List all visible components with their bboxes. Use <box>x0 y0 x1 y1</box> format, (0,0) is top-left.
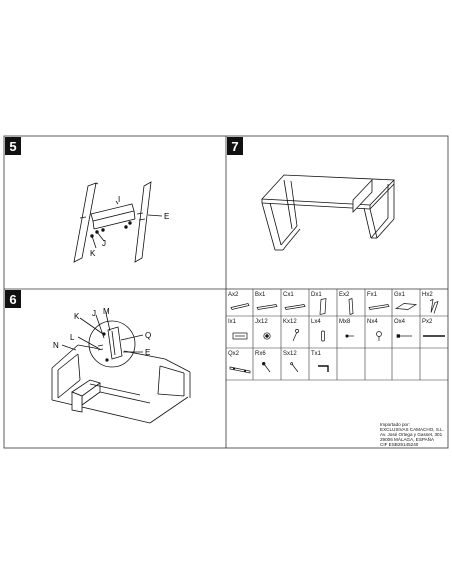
long-screw-icon <box>396 334 412 338</box>
long-panel-icon <box>230 303 250 310</box>
flat-panel-icon <box>284 304 306 310</box>
step-5-drawing <box>73 181 163 263</box>
part-cell-mx8: Mx8 <box>339 319 354 338</box>
part-cell-hx2: Hx2 <box>422 292 439 314</box>
instruction-frame <box>3 135 449 449</box>
importer-block: Importado por: EXCLUSIVAS CAMACHO, S.L. … <box>380 422 444 447</box>
importer-line: Importado por: <box>380 422 410 427</box>
step-number: 7 <box>231 139 238 154</box>
step-6-label-m: M <box>103 307 110 316</box>
part-cell-rx6: Rx6 <box>255 351 271 373</box>
importer-line: Av. José Ortega y Gasset, 301 <box>380 432 443 437</box>
step-5-label-e: E <box>164 212 169 221</box>
part-code: Qx2 <box>228 351 240 357</box>
part-code: Ex2 <box>339 292 350 298</box>
part-code: Mx8 <box>339 319 351 325</box>
step-6-drawing <box>51 312 191 424</box>
part-code: Dx1 <box>311 292 322 298</box>
part-cell-ix1: Ix1 <box>228 319 248 340</box>
short-screw-icon <box>345 334 354 338</box>
importer-line: CIF ESB29145240 <box>380 442 419 447</box>
foot-icon <box>376 331 382 341</box>
step-number-badge <box>227 137 243 155</box>
step-5-label-k: K <box>90 249 96 258</box>
importer-line: EXCLUSIVAS CAMACHO, S.L. <box>380 427 444 432</box>
part-code: Cx1 <box>283 292 294 298</box>
side-panel-icon <box>348 298 354 315</box>
part-code: Sx12 <box>283 351 297 357</box>
step-7-panel: 7 <box>227 137 395 251</box>
tall-panel-icon <box>319 298 327 315</box>
cam-lock-icon <box>263 332 271 340</box>
step-number-badge <box>5 290 21 308</box>
part-cell-gx1: Gx1 <box>394 292 418 310</box>
step-6-label-j: J <box>92 309 96 318</box>
flat-board-icon <box>394 303 418 310</box>
step-6-label-k: K <box>74 312 80 321</box>
wood-screw-icon <box>262 362 271 373</box>
importer-line: 29006 MÁLAGA, ESPAÑA <box>380 436 435 442</box>
step-6-panel: 6 <box>5 290 191 424</box>
part-cell-qx2: Qx2 <box>228 351 251 374</box>
part-cell-lx4: Lx4 <box>311 319 325 342</box>
part-code: Nx4 <box>367 319 378 325</box>
dowel-icon <box>321 330 325 342</box>
part-cell-px2: Px2 <box>422 319 445 337</box>
parts-table-grid <box>226 289 448 381</box>
step-number: 6 <box>9 292 16 307</box>
part-code: Jx12 <box>255 319 268 325</box>
part-code: Fx1 <box>367 292 378 298</box>
part-code: Tx1 <box>311 351 322 357</box>
part-code: Lx4 <box>311 319 321 325</box>
finished-desk-drawing <box>261 174 395 251</box>
part-code: Gx1 <box>394 292 406 298</box>
flat-panel-icon <box>368 304 390 310</box>
part-code: Px2 <box>422 319 433 325</box>
part-cell-kx12: Kx12 <box>283 319 299 342</box>
part-cell-ex2: Ex2 <box>339 292 354 315</box>
part-cell-tx1: Tx1 <box>311 351 329 372</box>
part-code: Kx12 <box>283 319 297 325</box>
bracket-icon <box>429 298 439 314</box>
rail-icon <box>229 366 251 374</box>
part-cell-dx1: Dx1 <box>311 292 327 315</box>
part-code: Ix1 <box>228 319 237 325</box>
part-code: Bx1 <box>255 292 266 298</box>
step-6-label-q: Q <box>145 331 151 340</box>
step-5-panel: 5 I E <box>5 137 169 263</box>
step-5-label-i: I <box>118 195 120 204</box>
part-cell-fx1: Fx1 <box>367 292 390 310</box>
part-cell-jx12: Jx12 <box>255 319 271 340</box>
part-code: Rx6 <box>255 351 266 357</box>
part-cell-nx4: Nx4 <box>367 319 382 341</box>
flat-panel-icon <box>256 304 278 310</box>
step-number: 5 <box>9 139 16 154</box>
part-cell-ax2: Ax2 <box>228 292 250 310</box>
step-6-label-n: N <box>53 341 59 350</box>
allen-key-icon <box>318 365 329 372</box>
step-6-label-e: E <box>145 348 150 357</box>
drawer-front-icon <box>232 332 248 340</box>
part-cell-sx12: Sx12 <box>283 351 299 373</box>
part-cell-cx1: Cx1 <box>283 292 306 310</box>
part-cell-ox4: Ox4 <box>394 319 412 338</box>
step-number-badge <box>5 137 21 155</box>
cam-bolt-icon <box>292 329 299 342</box>
part-cell-bx1: Bx1 <box>255 292 278 310</box>
small-screw-icon <box>290 362 299 373</box>
step-5-label-j: J <box>102 239 106 248</box>
part-code: Hx2 <box>422 292 433 298</box>
part-code: Ox4 <box>394 319 406 325</box>
step-6-label-l: L <box>70 333 75 342</box>
part-code: Ax2 <box>228 292 239 298</box>
